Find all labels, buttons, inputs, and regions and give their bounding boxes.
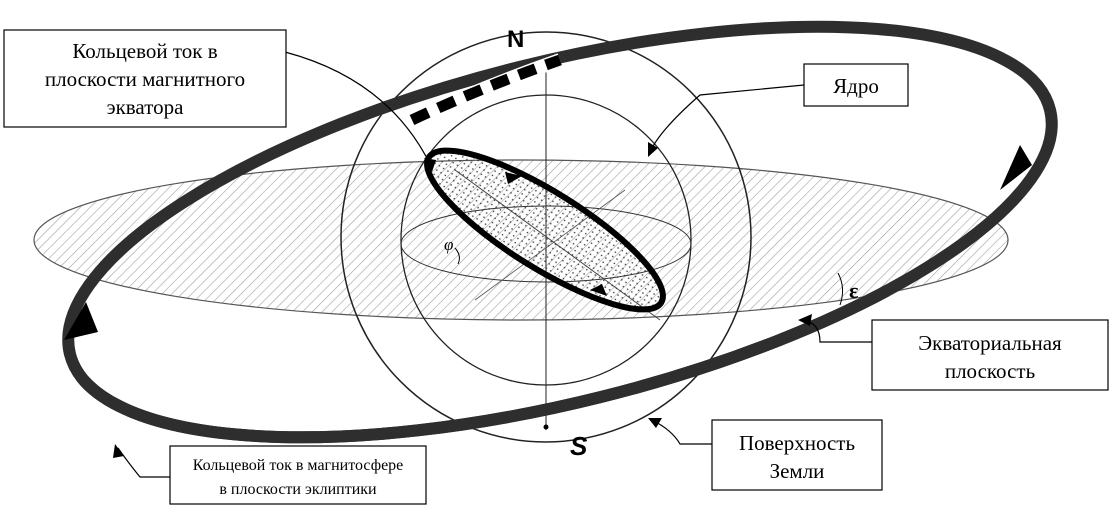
ecliptic-ring-arrow-right (1000, 145, 1032, 190)
epsilon-label: ε (849, 278, 858, 303)
ring-current-ecliptic-box: Кольцевой ток в магнитосфере в плоскости… (169, 445, 427, 505)
ecliptic-ring-current-upper (62, 20, 1058, 444)
surface-line2: Земли (770, 459, 825, 483)
core-label: Ядро (833, 74, 879, 98)
core-label-box: Ядро (803, 63, 909, 107)
south-label: S (570, 431, 588, 461)
leader-arrowheads (113, 142, 812, 458)
ring-ecliptic-line2: в плоскости эклиптики (219, 481, 377, 498)
phi-label: φ (444, 235, 453, 254)
equatorial-line2: плоскость (945, 359, 1035, 383)
ecliptic-ring-arrow-left (64, 302, 98, 340)
magnetic-equator-ring-current (424, 147, 666, 313)
earth-surface-circle (340, 31, 752, 443)
ring-magnetic-line3: экватора (107, 95, 185, 119)
magnetic-ring-arrow-top (505, 172, 522, 184)
ring-current-magnetic-equator-box: Кольцевой ток в плоскости магнитного экв… (3, 29, 287, 128)
earth-surface-label-box: Поверхность Земли (711, 419, 883, 491)
ring-magnetic-line1: Кольцевой ток в (72, 39, 217, 63)
south-pole-dot (543, 424, 549, 430)
magnetic-ring-arrow-bottom (590, 284, 607, 296)
equatorial-plane-label-box: Экваториальная плоскость (871, 319, 1109, 391)
epsilon-angle-arc (837, 272, 844, 306)
surface-line1: Поверхность (739, 431, 855, 455)
north-label: N (507, 26, 524, 53)
ecliptic-ring-dashed-segment-dashes (409, 54, 562, 125)
phi-angle-arc (454, 247, 460, 265)
equatorial-line1: Экваториальная (918, 331, 1062, 355)
ring-magnetic-line2: плоскости магнитного (45, 67, 245, 91)
ring-ecliptic-line1: Кольцевой ток в магнитосфере (193, 457, 404, 474)
